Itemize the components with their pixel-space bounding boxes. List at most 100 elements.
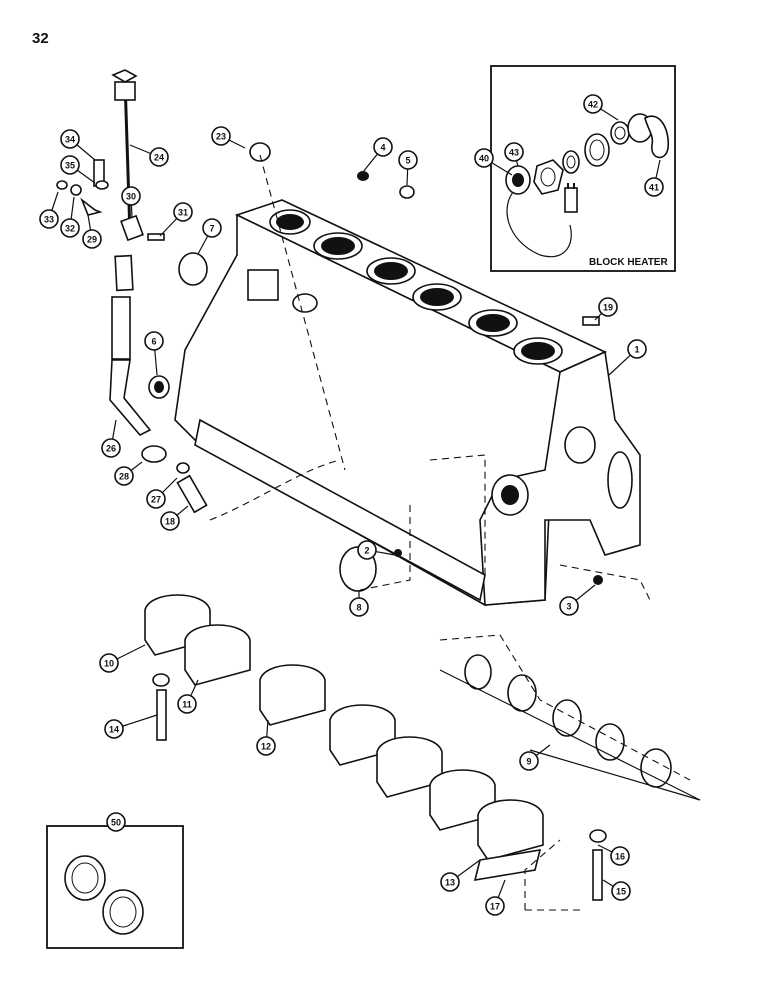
callout-35: 35 bbox=[60, 155, 96, 184]
callout-number-42: 42 bbox=[588, 100, 598, 110]
callout-number-29: 29 bbox=[87, 235, 97, 245]
callout-6: 6 bbox=[144, 331, 164, 376]
callout-number-43: 43 bbox=[509, 148, 519, 158]
callout-circle-15 bbox=[611, 881, 631, 901]
callout-33: 33 bbox=[39, 191, 59, 229]
callout-circle-28 bbox=[114, 466, 134, 486]
callout-31: 31 bbox=[159, 202, 193, 237]
callout-circle-35 bbox=[60, 155, 80, 175]
callout-number-17: 17 bbox=[490, 902, 500, 912]
callout-circle-18 bbox=[160, 511, 180, 531]
callout-12: 12 bbox=[256, 719, 276, 756]
callout-number-4: 4 bbox=[380, 143, 385, 153]
callout-number-5: 5 bbox=[405, 156, 410, 166]
callout-circle-26 bbox=[101, 438, 121, 458]
callout-circle-1 bbox=[627, 339, 647, 359]
callout-number-19: 19 bbox=[603, 303, 613, 313]
bolts bbox=[152, 673, 607, 901]
callout-number-3: 3 bbox=[566, 602, 571, 612]
callout-circle-4 bbox=[373, 137, 393, 157]
callout-number-11: 11 bbox=[182, 700, 192, 710]
callout-number-13: 13 bbox=[445, 878, 455, 888]
callout-8: 8 bbox=[349, 590, 369, 617]
callout-5: 5 bbox=[398, 150, 418, 186]
callout-circle-2 bbox=[357, 540, 377, 560]
callout-number-1: 1 bbox=[634, 345, 639, 355]
callout-11: 11 bbox=[177, 679, 199, 714]
callout-15: 15 bbox=[602, 879, 631, 901]
callout-circle-7 bbox=[202, 218, 222, 238]
callout-circle-23 bbox=[211, 126, 231, 146]
callout-number-12: 12 bbox=[261, 742, 271, 752]
callout-circle-10 bbox=[99, 653, 119, 673]
callout-19: 19 bbox=[594, 297, 618, 321]
callout-18: 18 bbox=[160, 505, 189, 531]
callout-2: 2 bbox=[357, 540, 396, 560]
callout-circle-9 bbox=[519, 751, 539, 771]
callout-circle-30 bbox=[121, 186, 141, 206]
callout-number-2: 2 bbox=[364, 546, 369, 556]
callout-number-32: 32 bbox=[65, 224, 75, 234]
callout-number-26: 26 bbox=[106, 444, 116, 454]
callout-number-34: 34 bbox=[65, 135, 75, 145]
callout-16: 16 bbox=[597, 844, 630, 866]
callout-34: 34 bbox=[60, 129, 96, 161]
callout-27: 27 bbox=[146, 477, 178, 509]
callout-4: 4 bbox=[362, 137, 393, 173]
callout-26: 26 bbox=[101, 419, 121, 458]
callout-1: 1 bbox=[608, 339, 647, 376]
callout-number-16: 16 bbox=[615, 852, 625, 862]
callout-number-31: 31 bbox=[178, 208, 188, 218]
main-bearing-caps bbox=[144, 594, 544, 881]
callout-32: 32 bbox=[60, 196, 80, 238]
callout-circle-13 bbox=[440, 872, 460, 892]
callout-3: 3 bbox=[559, 584, 596, 616]
callout-40: 40 bbox=[474, 148, 513, 176]
cam-bushings bbox=[464, 654, 672, 788]
callout-7: 7 bbox=[197, 218, 222, 255]
callout-circle-40 bbox=[474, 148, 494, 168]
callout-number-8: 8 bbox=[356, 603, 361, 613]
callout-circle-34 bbox=[60, 129, 80, 149]
callout-43: 43 bbox=[504, 142, 524, 167]
callout-circle-3 bbox=[559, 596, 579, 616]
callout-number-18: 18 bbox=[165, 517, 175, 527]
callout-circle-12 bbox=[256, 736, 276, 756]
callout-number-27: 27 bbox=[151, 495, 161, 505]
callout-number-7: 7 bbox=[209, 224, 214, 234]
callout-24: 24 bbox=[129, 144, 169, 167]
callout-number-6: 6 bbox=[151, 337, 156, 347]
callout-number-10: 10 bbox=[104, 659, 114, 669]
callout-circle-5 bbox=[398, 150, 418, 170]
callout-9: 9 bbox=[519, 744, 551, 771]
callout-17: 17 bbox=[485, 879, 506, 916]
callout-circle-6 bbox=[144, 331, 164, 351]
callout-layer: 1234567891011121314151617181923242627282… bbox=[39, 94, 664, 916]
callout-circle-24 bbox=[149, 147, 169, 167]
callout-circle-50 bbox=[106, 812, 126, 832]
callout-number-28: 28 bbox=[119, 472, 129, 482]
callout-circle-33 bbox=[39, 209, 59, 229]
callout-number-24: 24 bbox=[154, 153, 164, 163]
cylinder-block bbox=[174, 199, 641, 606]
callout-42: 42 bbox=[583, 94, 619, 121]
callout-number-14: 14 bbox=[109, 725, 119, 735]
callout-circle-42 bbox=[583, 94, 603, 114]
callout-circle-19 bbox=[598, 297, 618, 317]
callout-number-41: 41 bbox=[649, 183, 659, 193]
seal-inset-50 bbox=[46, 825, 184, 949]
callout-10: 10 bbox=[99, 644, 146, 673]
callout-circle-41 bbox=[644, 177, 664, 197]
callout-29: 29 bbox=[82, 214, 102, 249]
callout-number-9: 9 bbox=[526, 757, 531, 767]
block-heater-label: BLOCK HEATER bbox=[589, 257, 668, 268]
callout-circle-8 bbox=[349, 597, 369, 617]
callout-circle-43 bbox=[504, 142, 524, 162]
callout-circle-14 bbox=[104, 719, 124, 739]
callout-circle-31 bbox=[173, 202, 193, 222]
callout-number-50: 50 bbox=[111, 818, 121, 828]
callout-circle-32 bbox=[60, 218, 80, 238]
callout-circle-16 bbox=[610, 846, 630, 866]
callout-number-23: 23 bbox=[216, 132, 226, 142]
